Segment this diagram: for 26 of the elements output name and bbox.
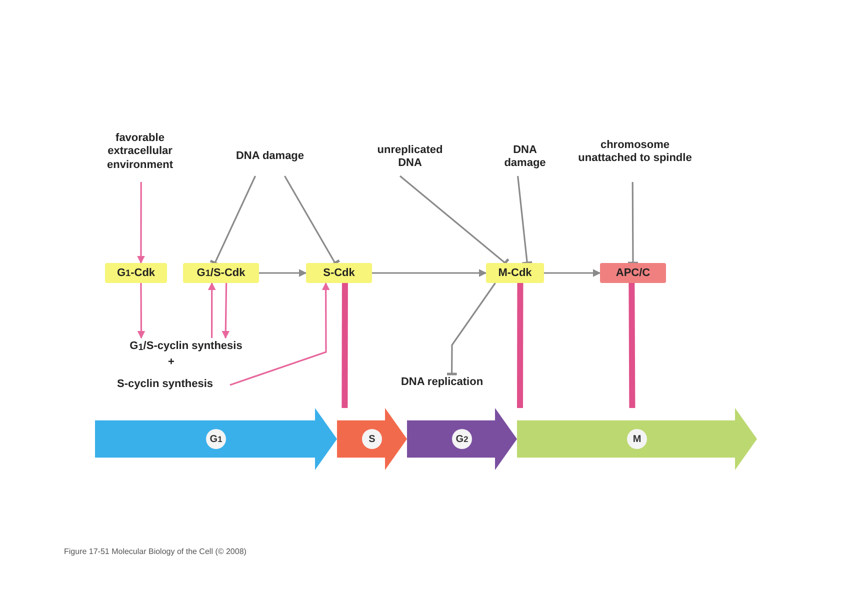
signal-text: unreplicated DNA: [370, 138, 450, 176]
arrow: [208, 282, 216, 338]
arrow: [544, 269, 601, 277]
arrow: [222, 282, 230, 339]
signal-text: chromosome unattached to spindle: [575, 122, 695, 182]
signal-text: DNA damage: [235, 138, 305, 176]
plus-sign: +: [168, 356, 174, 368]
arrow: [230, 282, 330, 386]
signal-text: DNA replication: [372, 374, 512, 392]
connector-line: [342, 282, 348, 408]
arrow: [259, 269, 307, 277]
inhibition-line: [626, 182, 640, 264]
complex-label: APC/C: [600, 263, 666, 283]
figure-caption: Figure 17-51 Molecular Biology of the Cell (© 2008): [64, 547, 246, 556]
arrow: [137, 283, 146, 339]
inhibition-line: [446, 282, 496, 376]
signal-text: DNA damage: [495, 138, 555, 176]
arrow: [136, 182, 145, 264]
arrow: [372, 269, 487, 277]
signal-text: favorable extracellular environment: [85, 122, 195, 182]
complex-label: S-Cdk: [306, 263, 372, 283]
signal-text: S-cyclin synthesis: [100, 376, 230, 394]
connector-line: [517, 282, 524, 408]
inhibition-line: [517, 176, 534, 265]
complex-label: M-Cdk: [486, 263, 544, 283]
connector-line: [628, 282, 636, 408]
